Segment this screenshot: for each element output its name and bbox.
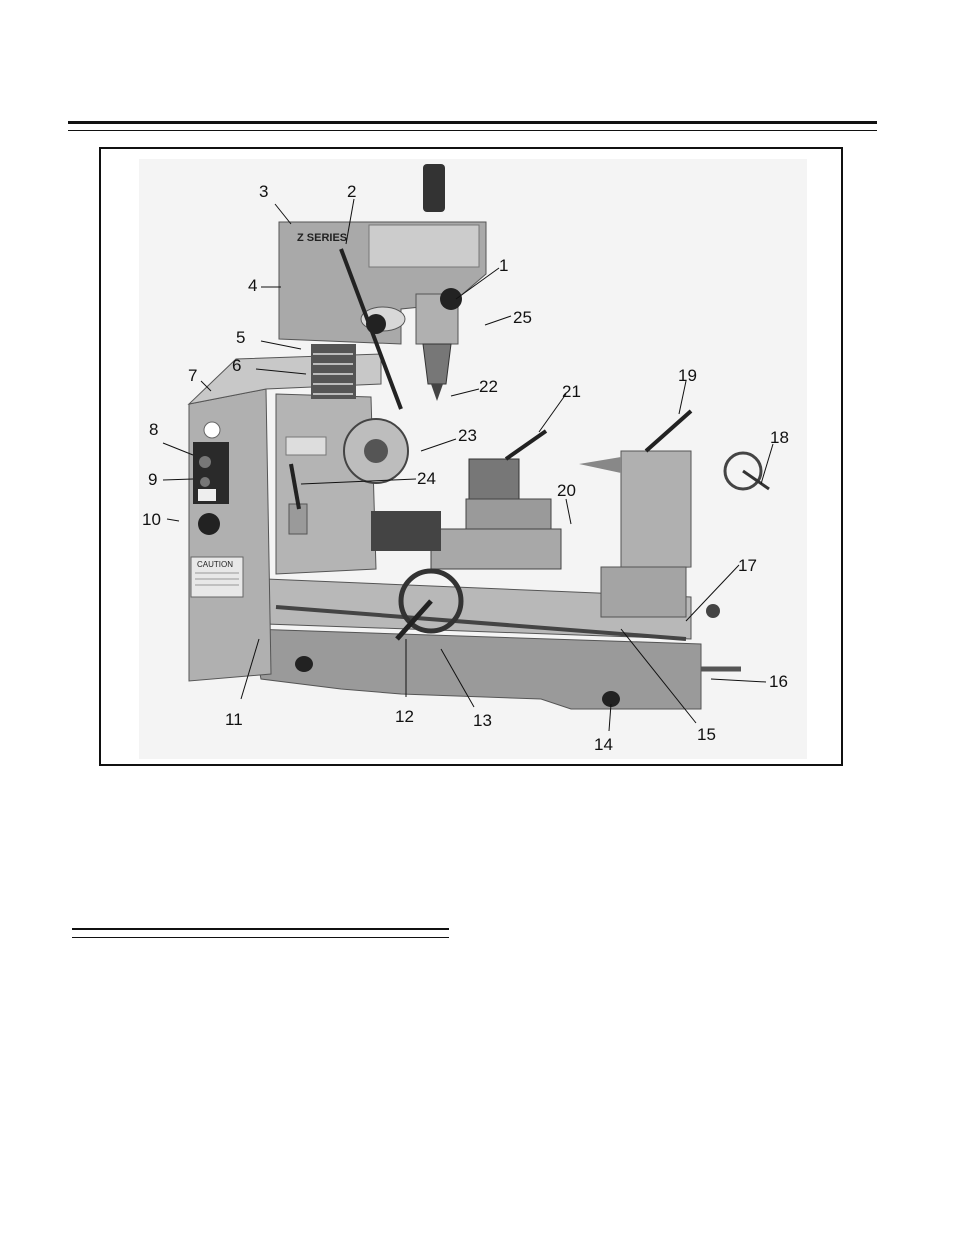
caution-label: CAUTION: [197, 560, 233, 569]
callout-7: 7: [188, 367, 197, 384]
callout-14: 14: [594, 736, 613, 753]
header-rule-thick: [68, 121, 877, 124]
series-badge: Z SERIES: [297, 232, 347, 244]
feed-lever-knob: [706, 604, 720, 618]
tailstock-body: [621, 451, 691, 569]
callout-16: 16: [769, 673, 788, 690]
pilot-light: [204, 422, 220, 438]
motor-housing: [189, 389, 271, 681]
callout-4: 4: [248, 277, 257, 294]
switch-button-top: [199, 456, 211, 468]
downfeed-knob: [366, 314, 386, 334]
callout-22: 22: [479, 378, 498, 395]
headstock-column: [276, 394, 376, 574]
switch-button-white: [198, 489, 216, 501]
callout-15: 15: [697, 726, 716, 743]
callout-21: 21: [562, 383, 581, 400]
callout-13: 13: [473, 712, 492, 729]
mill-motor-top: [423, 164, 445, 212]
callout-2: 2: [347, 183, 356, 200]
callout-24: 24: [417, 470, 436, 487]
callout-20: 20: [557, 482, 576, 499]
header-rule-thin: [68, 130, 877, 131]
fine-feed-knob: [440, 288, 462, 310]
callout-9: 9: [148, 471, 157, 488]
callout-10: 10: [142, 511, 161, 528]
machine-figure: CAUTION Z SERIES: [99, 147, 843, 766]
mill-vise: [371, 511, 441, 551]
lathe-chuck-center: [364, 439, 388, 463]
callout-1: 1: [499, 257, 508, 274]
headstock-plate: [286, 437, 326, 455]
base-foot-knob-left: [295, 656, 313, 672]
switch-button-mid: [200, 477, 210, 487]
mill-column: [311, 344, 356, 399]
callout-23: 23: [458, 427, 477, 444]
callout-8: 8: [149, 421, 158, 438]
callout-25: 25: [513, 309, 532, 326]
drill-chuck: [423, 344, 451, 384]
callout-19: 19: [678, 367, 697, 384]
callout-11: 11: [225, 711, 243, 728]
compound-rest: [466, 499, 551, 529]
section-rule-thick: [72, 928, 449, 930]
callout-6: 6: [232, 357, 241, 374]
emergency-stop-knob: [198, 513, 220, 535]
callout-17: 17: [738, 557, 757, 574]
callout-18: 18: [770, 429, 789, 446]
machine-illustration: CAUTION Z SERIES: [101, 149, 843, 766]
mill-speed-chart: [369, 225, 479, 267]
tailstock-base: [601, 567, 686, 617]
callout-5: 5: [236, 329, 245, 346]
tool-post: [469, 459, 519, 499]
callout-3: 3: [259, 183, 268, 200]
callout-12: 12: [395, 708, 414, 725]
section-rule-thin: [72, 937, 449, 938]
cross-slide: [431, 529, 561, 569]
